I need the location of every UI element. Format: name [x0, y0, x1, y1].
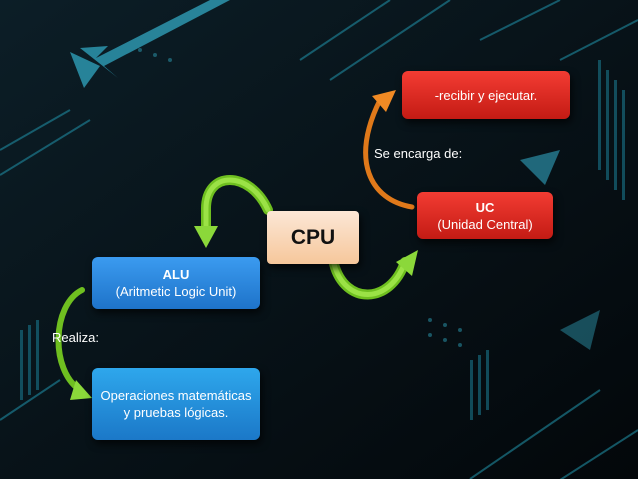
alu-title: ALU [162, 267, 190, 282]
operations-text: Operaciones matemáticas y pruebas lógica… [100, 388, 252, 420]
edge-label-realiza: Realiza: [52, 330, 99, 345]
cpu-label: CPU [290, 226, 336, 249]
cpu-to-uc-arrow [329, 250, 418, 300]
teal-arrow-decoration [70, 0, 230, 88]
uc-subtitle: (Unidad Central) [437, 216, 533, 232]
dot-grid-decoration [138, 48, 462, 347]
uc-node: UC (Unidad Central) [417, 192, 553, 239]
arrowhead-decoration [520, 150, 560, 185]
cpu-node: CPU [267, 211, 359, 264]
alu-subtitle: (Aritmetic Logic Unit) [115, 284, 237, 299]
cpu-to-alu-arrow [194, 175, 273, 248]
receive-node: -recibir y ejecutar. [402, 71, 570, 119]
operations-node: Operaciones matemáticas y pruebas lógica… [92, 368, 260, 440]
stripe-decoration [20, 60, 625, 420]
arrowhead-decoration [560, 310, 600, 350]
uc-to-receive-arrow [363, 90, 415, 210]
edge-label-encarga: Se encarga de: [374, 146, 463, 161]
uc-title: UC [475, 199, 495, 215]
alu-node: ALU (Aritmetic Logic Unit) [92, 257, 260, 309]
receive-text: -recibir y ejecutar. [434, 87, 538, 103]
alu-to-operations-arrow [55, 287, 92, 400]
